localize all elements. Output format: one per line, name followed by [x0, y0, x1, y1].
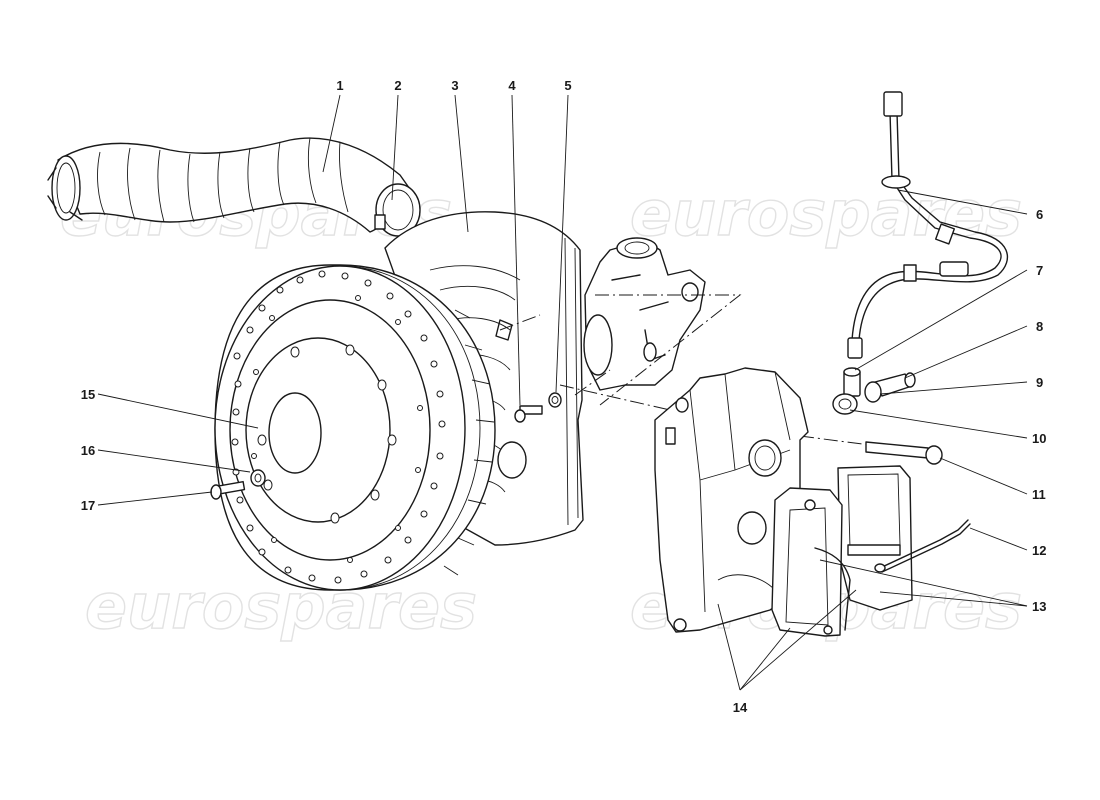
callout-9: 9: [1036, 375, 1043, 390]
part-hose-clamp: [374, 183, 421, 237]
watermark-top-right: eurospares: [630, 177, 1022, 250]
part-brake-hose: [847, 91, 1009, 359]
part-pad-wear-sensor: [874, 519, 971, 573]
part-hose-fitting: [843, 367, 861, 397]
part-brake-disc: [214, 264, 496, 591]
callout-16: 16: [81, 443, 95, 458]
part-shield-washer: [548, 392, 562, 408]
part-disc-washer: [250, 469, 266, 487]
callout-4: 4: [508, 78, 516, 93]
disc-hat-bolt-holes: [257, 344, 397, 524]
callout-3: 3: [451, 78, 458, 93]
callout-17: 17: [81, 498, 95, 513]
part-banjo-union: [832, 393, 858, 415]
callout-2: 2: [394, 78, 401, 93]
callout-11: 11: [1032, 487, 1046, 502]
callout-14: 14: [733, 700, 748, 715]
callout-7: 7: [1036, 263, 1043, 278]
disc-cross-holes: [231, 270, 446, 584]
part-dust-cap: [864, 381, 882, 403]
callout-5: 5: [564, 78, 571, 93]
assembly-axis-lines: [499, 294, 871, 446]
callout-1: 1: [336, 78, 343, 93]
callout-12: 12: [1032, 543, 1046, 558]
part-brake-pad-outer: [771, 487, 851, 637]
part-brake-caliper: [654, 367, 809, 633]
callout-13: 13: [1032, 599, 1046, 614]
callout-6: 6: [1036, 207, 1043, 222]
part-caliper-bolt: [865, 441, 943, 465]
part-hub-carrier: [583, 237, 706, 391]
callout-8: 8: [1036, 319, 1043, 334]
part-shield-bolt: [514, 405, 543, 423]
part-brake-pad-inner: [837, 465, 913, 611]
callout-labels: 1 2 3 4 5 6 7 8 9 10 11 12 13 14 15 16 1…: [81, 78, 1047, 715]
watermark-bottom-left: eurospares: [85, 570, 477, 643]
leader-lines: [97, 94, 1028, 691]
callout-10: 10: [1032, 431, 1046, 446]
callout-15: 15: [81, 387, 95, 402]
